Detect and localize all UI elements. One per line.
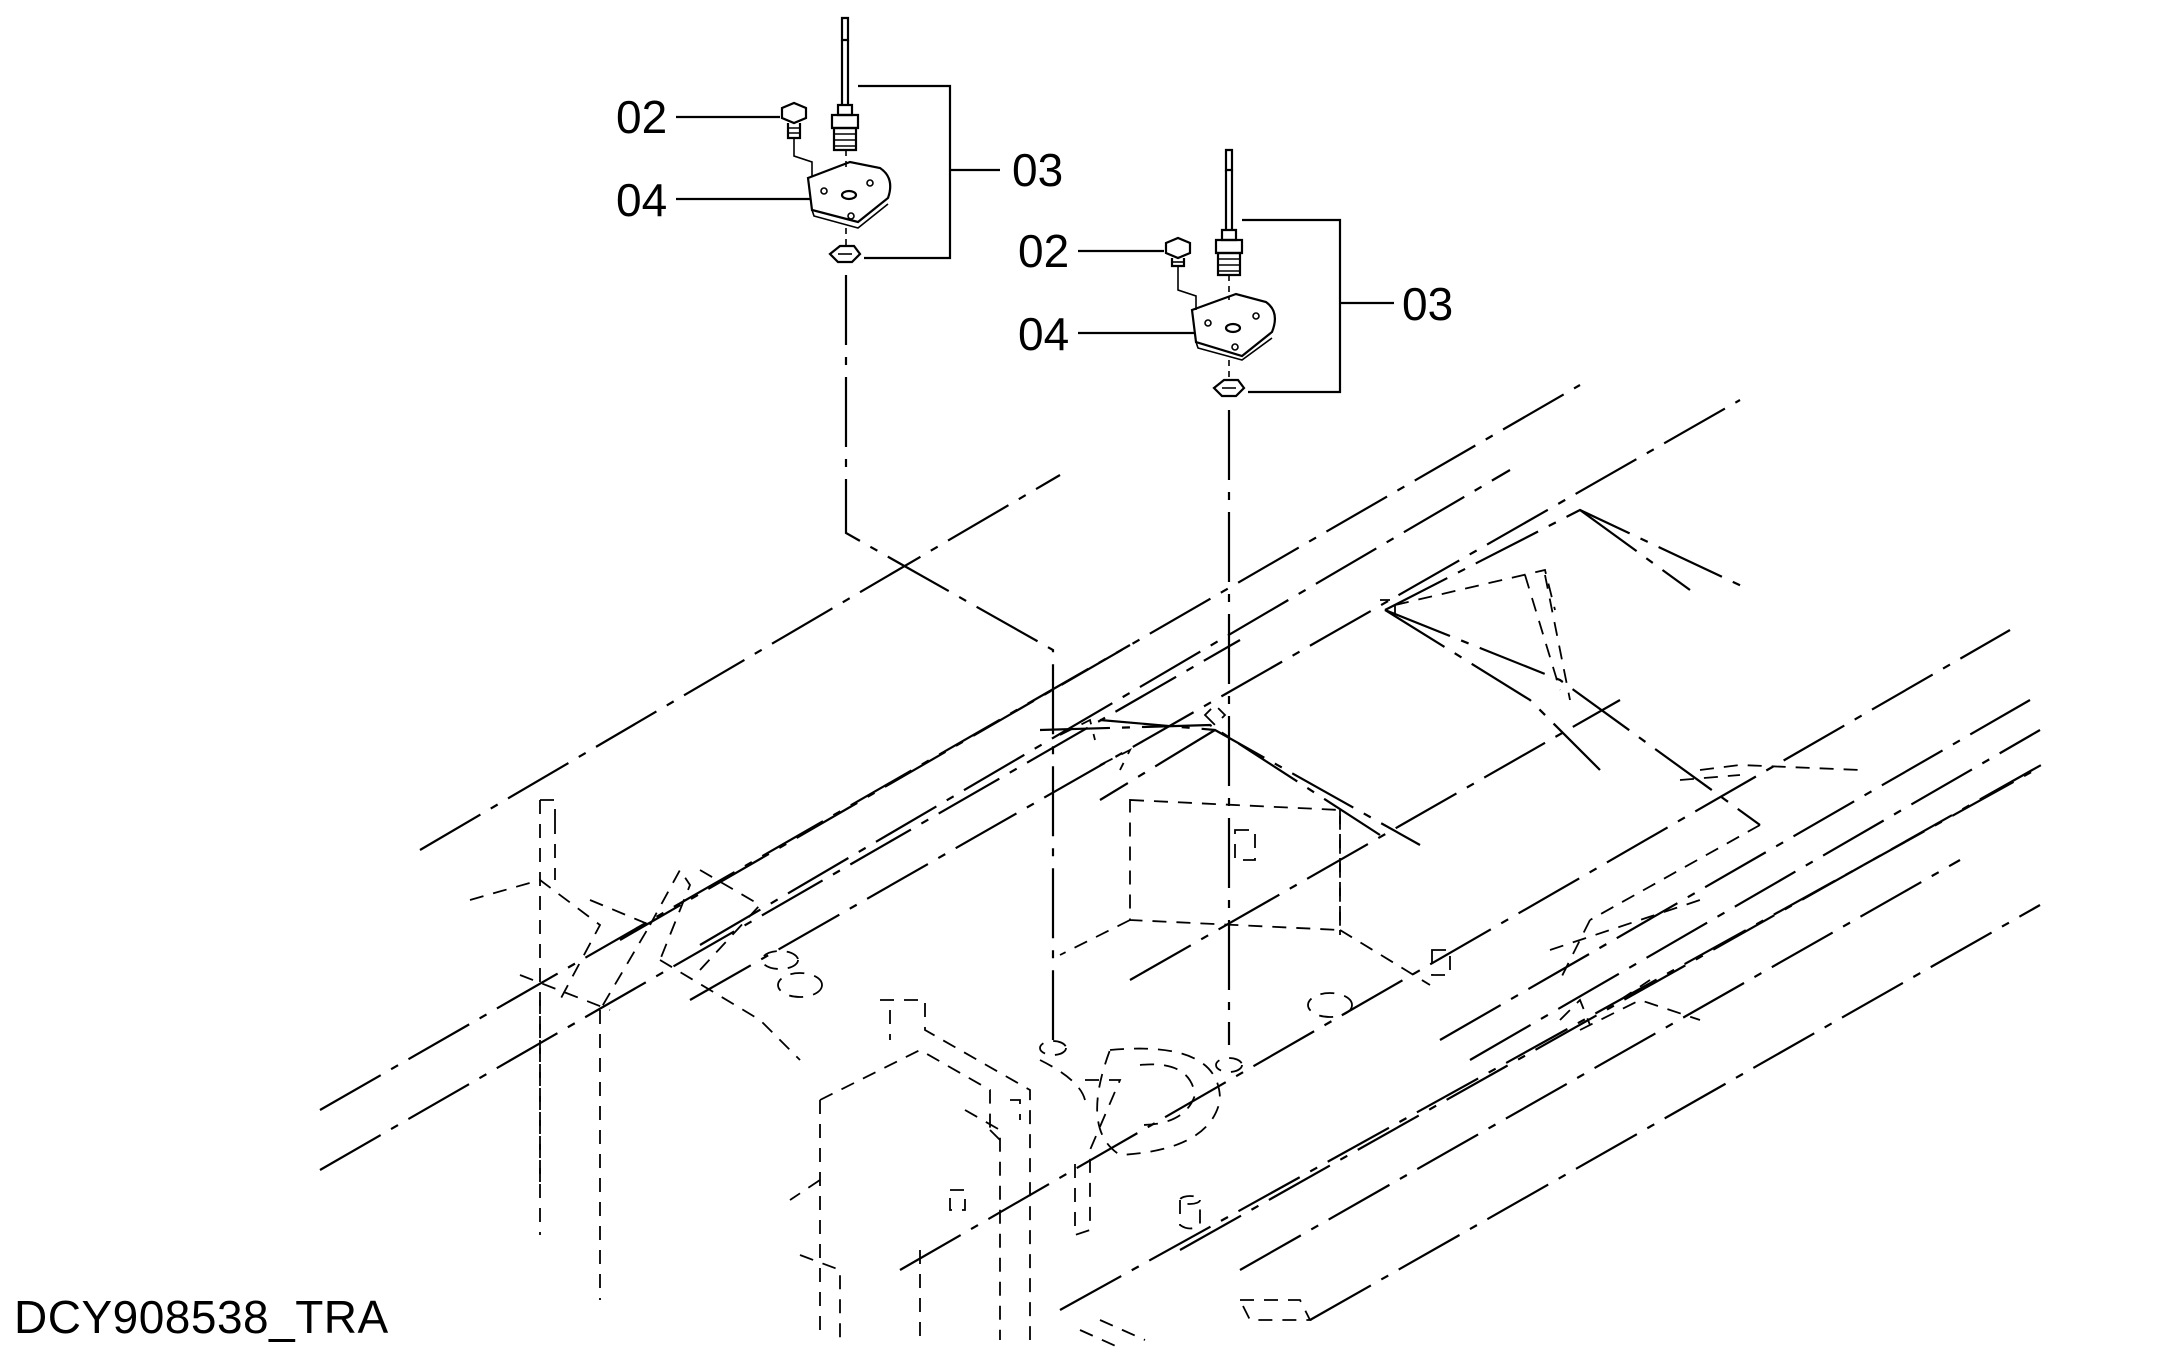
left-assembly-callout: 03 [1012, 144, 1063, 196]
drawing-number-caption: DCY908538_TRA [14, 1291, 389, 1343]
right-nut [1212, 378, 1246, 398]
right-group-bracket [1242, 218, 1342, 394]
left-group-bracket [858, 84, 952, 260]
left-bolt [780, 101, 808, 140]
left-sensor-assembly: 02 04 03 [616, 16, 1063, 1040]
left-bracket-callout: 04 [616, 174, 667, 226]
right-bracket-callout: 04 [1018, 308, 1069, 360]
left-assembly-centerline [844, 275, 1055, 1040]
left-nut [828, 244, 862, 264]
right-sensor-assembly: 02 04 03 [1018, 148, 1453, 1045]
machine-frame [319, 384, 2051, 1348]
left-sensor-rod [830, 16, 860, 152]
left-bracket-plate [793, 138, 892, 229]
right-bracket-plate [1177, 266, 1277, 361]
left-bolt-callout: 02 [616, 91, 667, 143]
right-bolt-callout: 02 [1018, 225, 1069, 277]
right-bolt [1164, 236, 1192, 268]
right-sensor-rod [1214, 148, 1244, 277]
right-assembly-callout: 03 [1402, 278, 1453, 330]
